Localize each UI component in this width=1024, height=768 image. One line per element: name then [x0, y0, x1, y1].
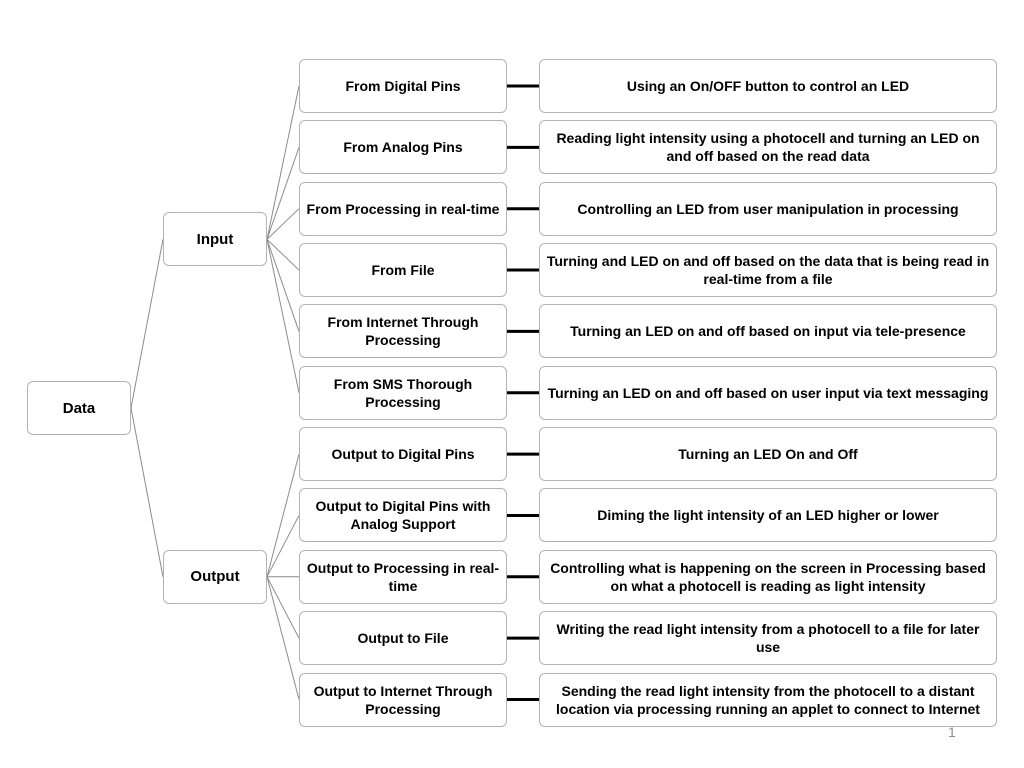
connector-output-to-row-10	[266, 576, 300, 639]
page-number: 1	[948, 724, 956, 740]
connector-input-to-row-4	[266, 239, 300, 271]
category-box-from-processing-in-real-time-label: From Processing in real-time	[306, 200, 500, 217]
description-box-output-to-file-label: Writing the read light intensity from a …	[556, 621, 980, 656]
description-box-output-to-processing-in-real-time-label: Controlling what is happening on the scr…	[550, 559, 986, 594]
category-box-output-to-internet-through-processing-label: Output to Internet Through Processing	[313, 682, 493, 717]
description-box-output-to-digital-pins: Turning an LED On and Off	[539, 427, 997, 482]
description-box-output-to-internet-through-processing: Sending the read light intensity from th…	[539, 672, 997, 727]
description-box-from-file-label: Turning and LED on and off based on the …	[546, 253, 990, 288]
connector-input-to-row-5	[266, 239, 300, 332]
connector-output-to-row-7	[266, 453, 300, 577]
connector-output-to-row-11	[266, 576, 300, 700]
connector-input-to-row-1	[266, 85, 300, 240]
group-node-input: Input	[163, 212, 267, 267]
connector-root-to-input	[130, 239, 164, 409]
description-box-from-sms-thorough-processing: Turning an LED on and off based on user …	[539, 365, 997, 420]
description-box-from-analog-pins: Reading light intensity using a photocel…	[539, 120, 997, 175]
description-box-from-internet-through-processing: Turning an LED on and off based on input…	[539, 304, 997, 359]
connector-input-to-row-3	[266, 208, 300, 240]
category-box-from-digital-pins: From Digital Pins	[299, 59, 507, 113]
category-box-from-sms-thorough-processing: From SMS Thorough Processing	[299, 365, 507, 420]
group-node-input-label: Input	[196, 230, 234, 248]
category-box-from-internet-through-processing: From Internet Through Processing	[299, 304, 507, 359]
connector-input-to-row-6	[266, 239, 300, 393]
connector-input-to-row-2	[266, 147, 300, 240]
category-box-from-digital-pins-label: From Digital Pins	[345, 78, 461, 94]
category-box-from-file-label: From File	[371, 262, 435, 279]
category-box-from-analog-pins: From Analog Pins	[299, 120, 507, 175]
description-box-output-to-digital-pins-label: Turning an LED On and Off	[678, 446, 858, 463]
category-box-output-to-processing-in-real-time: Output to Processing in real-time	[299, 549, 507, 604]
description-box-from-processing-in-real-time-label: Controlling an LED from user manipulatio…	[577, 200, 959, 217]
description-box-output-to-digital-pins-with-analog-support: Diming the light intensity of an LED hig…	[539, 488, 997, 543]
description-box-from-file: Turning and LED on and off based on the …	[539, 243, 997, 298]
category-box-output-to-file: Output to File	[299, 611, 507, 666]
connector-root-to-output	[130, 407, 164, 577]
connector-output-to-row-8	[266, 515, 300, 578]
category-box-from-analog-pins-label: From Analog Pins	[343, 139, 463, 156]
category-box-from-sms-thorough-processing-label: From SMS Thorough Processing	[333, 375, 473, 410]
description-box-from-sms-thorough-processing-label: Turning an LED on and off based on user …	[547, 384, 989, 401]
category-box-output-to-digital-pins: Output to Digital Pins	[299, 427, 507, 482]
category-box-from-internet-through-processing-label: From Internet Through Processing	[327, 314, 479, 349]
category-box-from-file: From File	[299, 243, 507, 298]
category-box-output-to-digital-pins-with-analog-support-label: Output to Digital Pins with Analog Suppo…	[315, 498, 491, 533]
description-box-output-to-file: Writing the read light intensity from a …	[539, 611, 997, 666]
description-box-output-to-internet-through-processing-label: Sending the read light intensity from th…	[556, 682, 980, 717]
category-box-output-to-internet-through-processing: Output to Internet Through Processing	[299, 672, 507, 727]
category-box-output-to-file-label: Output to File	[357, 630, 449, 647]
description-box-from-digital-pins-label: Using an On/OFF button to control an LED	[626, 78, 910, 94]
category-box-output-to-digital-pins-with-analog-support: Output to Digital Pins with Analog Suppo…	[299, 488, 507, 543]
category-box-output-to-processing-in-real-time-label: Output to Processing in real-time	[306, 559, 500, 594]
group-node-output-label: Output	[190, 568, 240, 586]
description-box-from-processing-in-real-time: Controlling an LED from user manipulatio…	[539, 181, 997, 236]
category-box-from-processing-in-real-time: From Processing in real-time	[299, 181, 507, 236]
description-box-from-analog-pins-label: Reading light intensity using a photocel…	[556, 130, 980, 165]
group-node-output: Output	[163, 549, 267, 604]
description-box-from-digital-pins: Using an On/OFF button to control an LED	[539, 59, 997, 113]
description-box-output-to-processing-in-real-time: Controlling what is happening on the scr…	[539, 549, 997, 604]
description-box-from-internet-through-processing-label: Turning an LED on and off based on input…	[570, 323, 966, 340]
root-node-data: Data	[27, 381, 131, 435]
category-box-output-to-digital-pins-label: Output to Digital Pins	[331, 446, 475, 463]
root-node-data-label: Data	[62, 399, 96, 417]
description-box-output-to-digital-pins-with-analog-support-label: Diming the light intensity of an LED hig…	[597, 507, 939, 524]
